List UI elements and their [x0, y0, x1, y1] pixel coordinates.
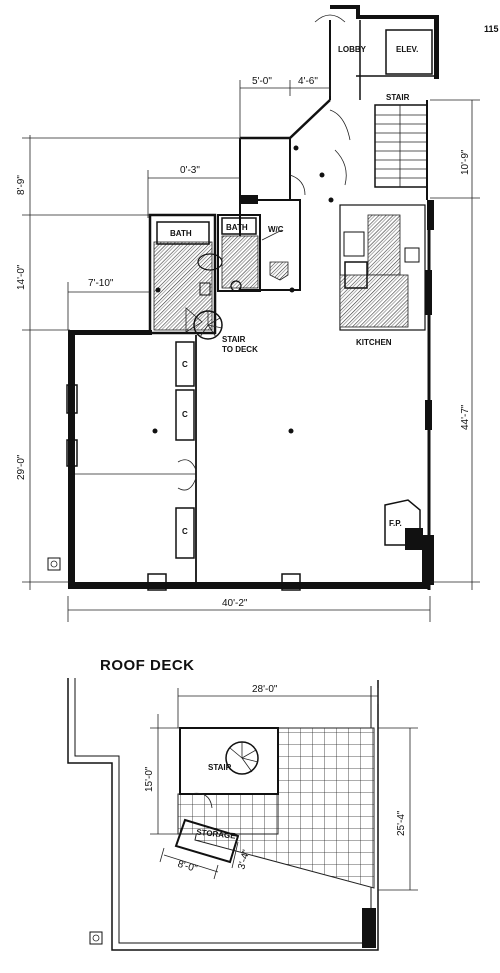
roof-dimension-lines: 28'-0" 15'-0" 25'-4" 8'-0" 3'-4" [144, 684, 418, 891]
dimension-lines: 5'-0" 4'-6" 0'-3" 7'-10" 8'-9" 14'-0" 29… [16, 76, 480, 622]
elevator-label: ELEV. [396, 45, 418, 54]
bath-label-2: BATH [226, 223, 248, 232]
dim-top-a: 5'-0" [252, 76, 272, 87]
page-number: 115 [484, 24, 499, 34]
roof-dim-left: 15'-0" [144, 766, 155, 792]
stair-label: STAIR [386, 93, 410, 102]
roof-dim-storage-w: 8'-0" [176, 859, 199, 875]
wc-label: W/C [268, 225, 284, 234]
roof-deck-title: ROOF DECK [100, 657, 195, 674]
roof-deck-plan: ROOF DECK STAIR STORAGE 28'-0" [67, 657, 418, 951]
dim-left-1: 8'-9" [16, 175, 27, 195]
dim-right-1: 10'-9" [460, 149, 471, 175]
dim-left-3: 29'-0" [16, 454, 27, 480]
dim-left-room: 7'-10" [88, 278, 114, 289]
stair-to-deck-label-1: STAIR [222, 335, 246, 344]
dim-left-2: 14'-0" [16, 264, 27, 290]
dim-mid: 0'-3" [180, 165, 200, 176]
dim-top-b: 4'-6" [298, 76, 318, 87]
dim-bottom: 40'-2" [222, 598, 248, 609]
bath-label-1: BATH [170, 229, 192, 238]
lobby-label: LOBBY [338, 45, 367, 54]
stair-to-deck-label-2: TO DECK [222, 345, 258, 354]
closet-label-3: C [182, 527, 188, 536]
closet-label-1: C [182, 360, 188, 369]
dim-right-2: 44'-7" [460, 404, 471, 430]
closet-label-2: C [182, 410, 188, 419]
kitchen-label: KITCHEN [356, 338, 392, 347]
roof-dim-storage-d: 3'-4" [236, 848, 252, 871]
main-floor-plan: KITCHEN BATH BATH W/C STAIR TO DECK [16, 5, 480, 622]
fireplace-label: F.P. [389, 519, 402, 528]
storage-label: STORAGE [196, 828, 237, 841]
roof-dim-top: 28'-0" [252, 684, 278, 695]
roof-dim-right: 25'-4" [396, 810, 407, 836]
roof-stair-label: STAIR [208, 763, 232, 772]
